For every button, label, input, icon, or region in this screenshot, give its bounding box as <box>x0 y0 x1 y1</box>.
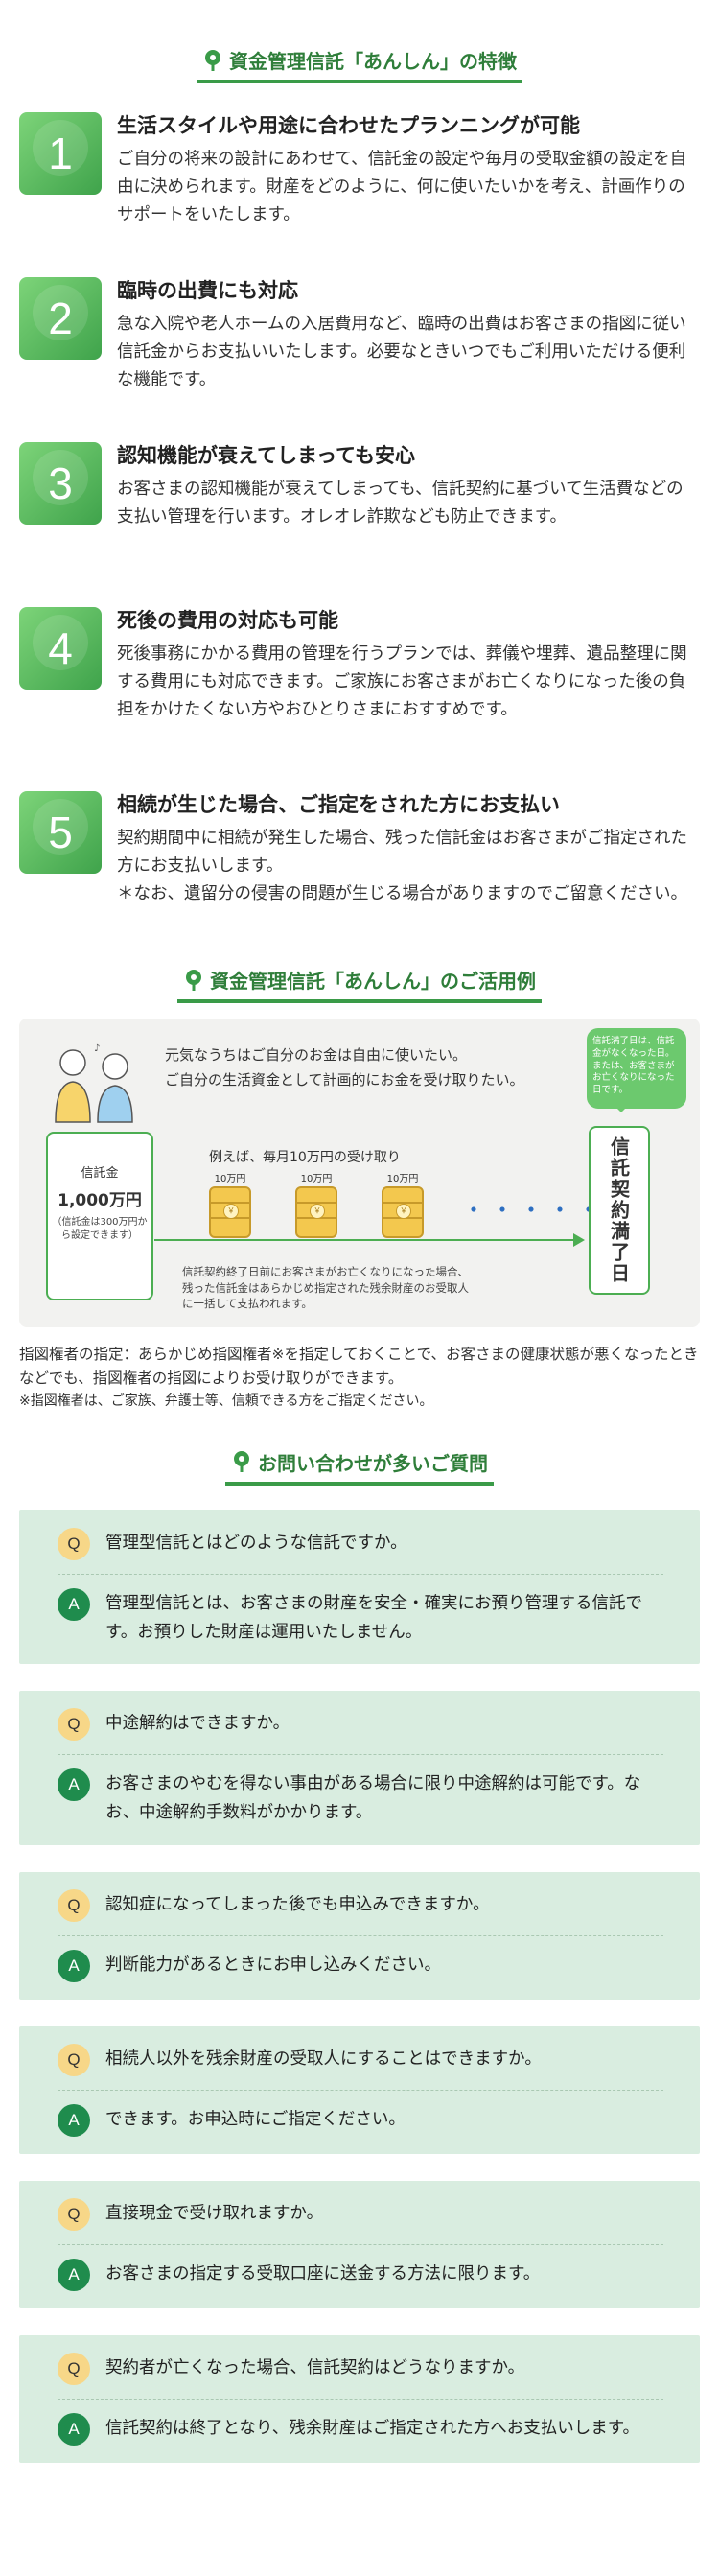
feature-text: お客さまの認知機能が衰えてしまっても、信託契約に基づいて生活費などの支払い管理を… <box>117 480 684 527</box>
diagram-message: 元気なうちはご自分のお金は自由に使いたい。 ご自分の生活資金として計画的にお金を… <box>165 1046 524 1089</box>
feature-title: 相続が生じた場合、ご指定をされた方にお支払い <box>117 793 560 816</box>
faq-heading-text: お問い合わせが多いご質問 <box>258 1451 488 1475</box>
faq-question: 中途解約はできますか。 <box>105 1714 290 1734</box>
feature-item: 1 生活スタイルや用途に合わせたプランニングが可能 ご自分の将来の設計にあわせて… <box>0 112 719 246</box>
faq-item: Q 相続人以外を残余財産の受取人にすることはできますか。 A できます。お申込時にご… <box>19 2026 700 2154</box>
feature-text: 契約期間中に相続が発生した場合、残った信託金はお客さまがご指定された方にお支払い… <box>117 829 687 877</box>
feature-text: ご自分の将来の設計にあわせて、信託金の設定や毎月の受取金額の設定を自由に決められ… <box>117 150 687 225</box>
faq-answer: お客さまの指定する受取口座に送金する方法に限ります。 <box>105 2263 541 2283</box>
faq-answer: 信託契約は終了となり、残余財産はご指定された方へお支払いします。 <box>105 2418 640 2438</box>
question-badge: Q <box>58 1888 90 1922</box>
faq-question: 相続人以外を残余財産の受取人にすることはできますか。 <box>105 2049 542 2069</box>
coin-stack-icon: 10万円 ￥ <box>290 1170 343 1238</box>
svg-text:♪: ♪ <box>94 1043 100 1054</box>
feature-number-badge: 4 <box>19 607 102 690</box>
features-heading-text: 資金管理信託「あんしん」の特徴 <box>229 50 517 73</box>
faq-answer: 判断能力があるときにお申し込みください。 <box>105 1955 441 1975</box>
feature-title: 認知機能が衰えてしまっても安心 <box>117 444 416 467</box>
question-badge: Q <box>58 2043 90 2076</box>
question-badge: Q <box>58 1527 90 1560</box>
answer-badge: A <box>58 2258 90 2291</box>
feature-item: 2 臨時の出費にも対応 急な入院や老人ホームの入居費用など、臨時の出費はお客さま… <box>0 277 719 411</box>
timeline-arrow <box>154 1239 579 1241</box>
faq-divider <box>58 2089 663 2091</box>
coin-stack-icon: 10万円 ￥ <box>376 1170 429 1238</box>
faq-question: 認知症になってしまった後でも申込みできますか。 <box>105 1894 490 1914</box>
faq-answer: お客さまのやむを得ない事由がある場合に限り中途解約は可能です。なお、中途解約手数… <box>105 1774 641 1823</box>
faq-divider <box>58 1934 663 1936</box>
trust-fund-box: 信託金 1,000万円 （信託金は300万円から設定できます） <box>46 1132 153 1300</box>
question-badge: Q <box>58 1708 90 1742</box>
designee-note: ※指図権者は、ご家族、弁護士等、信頼できる方をご指定ください。 <box>19 1393 433 1409</box>
elderly-couple-icon: ♪ <box>55 1043 133 1123</box>
faq-question: 契約者が亡くなった場合、信託契約はどうなりますか。 <box>105 2357 525 2377</box>
features-section: 資金管理信託「あんしん」の特徴 1 生活スタイルや用途に合わせたプランニングが可… <box>0 0 719 935</box>
faq-question: 直接現金で受け取れますか。 <box>105 2203 324 2223</box>
feature-number-badge: 2 <box>19 277 102 360</box>
feature-number-badge: 3 <box>19 442 102 525</box>
designee-explanation: 指図権者の指定：あらかじめ指図権者※を指定しておくことで、お客さまの健康状態が悪… <box>19 1343 700 1412</box>
faq-list: Q 管理型信託とはどのような信託ですか。 A 管理型信託とは、お客さまの財産を安全・… <box>0 1510 719 2463</box>
expiry-speech-bubble: 信託満了日は、信託金がなくなった日。または、お客さまがお亡くなりになった日です。 <box>587 1028 686 1112</box>
faq-heading: お問い合わせが多いご質問 <box>0 1448 719 1486</box>
usage-diagram: ♪ 元気なうちはご自分のお金は自由に使いたい。 ご自分の生活資金として計画的にお… <box>19 1019 700 1327</box>
diagram-note: 信託契約終了日前にお客さまがお亡くなりになった場合、 残った信託金はあらかじめ指… <box>182 1265 469 1311</box>
question-badge: Q <box>58 2352 90 2385</box>
tree-icon <box>234 1451 249 1473</box>
faq-item: Q 直接現金で受け取れますか。 A お客さまの指定する受取口座に送金する方法に限りま… <box>19 2180 700 2308</box>
feature-number-badge: 1 <box>19 112 102 195</box>
faq-item: Q 認知症になってしまった後でも申込みできますか。 A 判断能力があるときにお申し込… <box>19 1871 700 2000</box>
faq-divider <box>58 2398 663 2400</box>
faq-item: Q 中途解約はできますか。 A お客さまのやむを得ない事由がある場合に限り中途解約は… <box>19 1691 700 1845</box>
faq-item: Q 契約者が亡くなった場合、信託契約はどうなりますか。 A 信託契約は終了となり、残… <box>19 2334 700 2463</box>
example-section: 資金管理信託「あんしん」のご活用例 ♪ 元気なうちはご自分のお金は自由に使いたい… <box>0 966 719 1412</box>
faq-divider <box>58 1573 663 1575</box>
faq-divider <box>58 2243 663 2245</box>
trust-fund-amount: 1,000万円 <box>58 1191 142 1210</box>
feature-item: 5 相続が生じた場合、ご指定をされた方にお支払い 契約期間中に相続が発生した場合… <box>0 791 719 935</box>
feature-title: 臨時の出費にも対応 <box>117 279 298 302</box>
feature-note: ＊なお、遺留分の侵害の問題が生じる場合がありますのでご留意ください。 <box>117 884 687 904</box>
feature-title: 生活スタイルや用途に合わせたプランニングが可能 <box>117 114 580 137</box>
faq-item: Q 管理型信託とはどのような信託ですか。 A 管理型信託とは、お客さまの財産を安全・… <box>19 1510 700 1665</box>
answer-badge: A <box>58 1587 90 1621</box>
monthly-receipt-label: 例えば、毎月10万円の受け取り <box>209 1150 401 1165</box>
feature-text: 死後事務にかかる費用の管理を行うプランでは、葬儀や埋葬、遺品整理に関する費用にも… <box>117 644 687 720</box>
feature-list: 1 生活スタイルや用途に合わせたプランニングが可能 ご自分の将来の設計にあわせて… <box>0 112 719 935</box>
answer-badge: A <box>58 2412 90 2446</box>
faq-answer: 管理型信託とは、お客さまの財産を安全・確実にお預り管理する信託です。お預りした財… <box>105 1593 642 1642</box>
question-badge: Q <box>58 2197 90 2231</box>
coin-stack-icon: 10万円 ￥ <box>203 1170 257 1238</box>
tree-icon <box>205 49 220 71</box>
feature-item: 4 死後の費用の対応も可能 死後事務にかかる費用の管理を行うプランでは、葬儀や埋… <box>0 607 719 761</box>
example-heading: 資金管理信託「あんしん」のご活用例 <box>0 966 719 1003</box>
contract-end-box: 信託契約満了日 <box>589 1126 650 1295</box>
feature-item: 3 認知機能が衰えてしまっても安心 お客さまの認知機能が衰えてしまっても、信託契… <box>0 442 719 576</box>
example-heading-text: 資金管理信託「あんしん」のご活用例 <box>210 970 536 993</box>
continuation-dots: ・・・・・ <box>462 1197 606 1224</box>
answer-badge: A <box>58 1768 90 1802</box>
answer-badge: A <box>58 2103 90 2137</box>
page: 資金管理信託「あんしん」の特徴 1 生活スタイルや用途に合わせたプランニングが可… <box>0 0 719 2463</box>
designee-text: 指図権者の指定：あらかじめ指図権者※を指定しておくことで、お客さまの健康状態が悪… <box>19 1346 699 1387</box>
tree-icon <box>186 969 201 991</box>
feature-number-badge: 5 <box>19 791 102 874</box>
faq-divider <box>58 1754 663 1756</box>
feature-title: 死後の費用の対応も可能 <box>117 609 338 632</box>
feature-text: 急な入院や老人ホームの入居費用など、臨時の出費はお客さまの指図に従い信託金からお… <box>117 315 686 390</box>
faq-section: お問い合わせが多いご質問 Q 管理型信託とはどのような信託ですか。 A 管理型信託と… <box>0 1448 719 2463</box>
faq-question: 管理型信託とはどのような信託ですか。 <box>105 1533 407 1553</box>
answer-badge: A <box>58 1949 90 1982</box>
arrow-head-icon <box>573 1233 591 1247</box>
features-heading: 資金管理信託「あんしん」の特徴 <box>0 46 719 83</box>
faq-answer: できます。お申込時にご指定ください。 <box>105 2109 406 2129</box>
